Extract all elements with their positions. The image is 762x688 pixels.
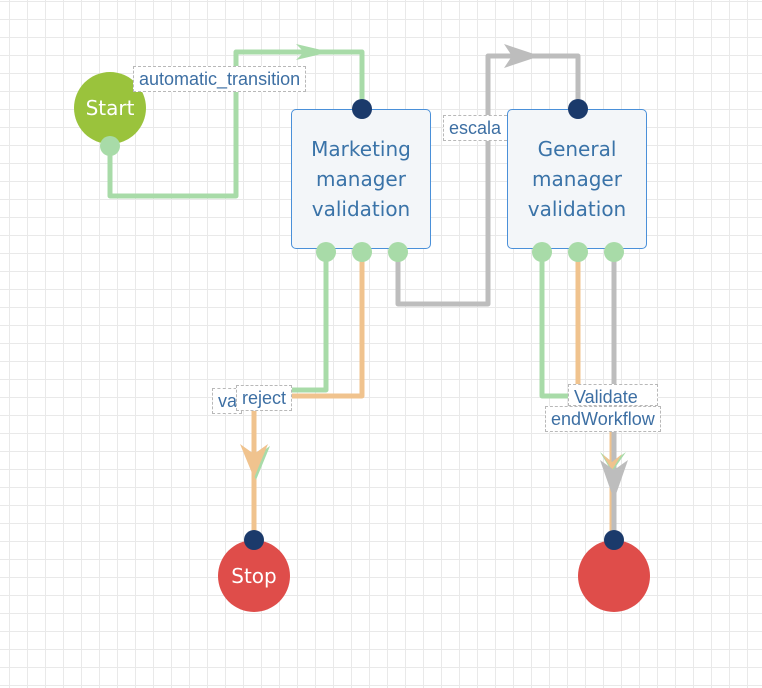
stop-node[interactable]: Stop [218,540,290,612]
general-manager-validation-node[interactable]: General manager validation [507,109,647,249]
edge-automatic-transition[interactable] [107,49,365,199]
stop-node-label: Stop [231,564,277,588]
label-escalate-text: escala [449,118,502,138]
arrow-end-orange [602,454,622,470]
label-escalate[interactable]: escala [443,115,507,141]
arrow-automatic-transition [296,44,330,60]
arrow-to-stop [240,444,268,478]
start-node-label: Start [85,96,135,120]
label-validate-marketing-text: va [218,391,238,411]
label-validate-general[interactable]: Validate [568,384,658,406]
label-validate-general-text: Validate [574,387,638,406]
marketing-manager-validation-node[interactable]: Marketing manager validation [291,109,431,249]
end-node[interactable] [578,540,650,612]
arrow-escalate [504,44,540,68]
marketing-node-label: Marketing manager validation [311,137,411,221]
label-automatic-transition[interactable]: automatic_transition [133,66,307,92]
label-end-workflow[interactable]: endWorkflow [545,406,661,432]
label-reject[interactable]: reject [236,385,293,411]
edge-escalate[interactable] [395,53,581,307]
general-node-label: General manager validation [527,137,627,221]
arrow-end-workflow [600,460,628,500]
